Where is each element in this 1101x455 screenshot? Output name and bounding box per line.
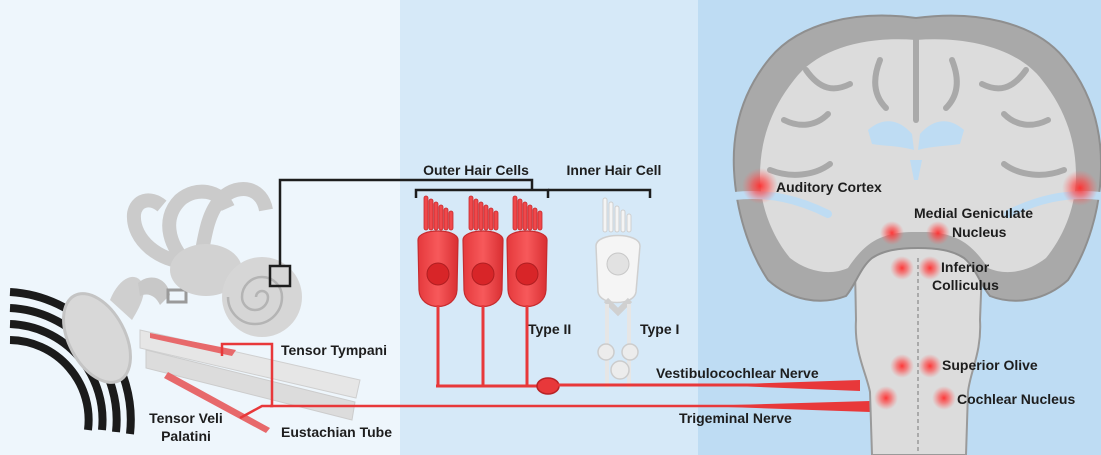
spot-so-right [918,354,942,378]
outer-hair-cell-3 [507,196,547,307]
inferior-colliculus-label-line2: Colliculus [932,277,999,293]
medial-geniculate-label-line2: Nucleus [952,224,1007,240]
spot-mgn-left [880,221,904,245]
spot-so-left [890,354,914,378]
outer-hair-cell-2 [463,196,503,307]
outer-hair-cell-1 [418,196,458,307]
type-i-label: Type I [640,321,679,337]
eustachian-tube-label: Eustachian Tube [281,424,392,440]
superior-olive-label: Superior Olive [942,357,1038,373]
medial-geniculate-label-line1: Medial Geniculate [914,205,1033,221]
spot-cn-left [874,386,898,410]
tensor-veli-label-line2: Palatini [161,428,211,444]
inferior-colliculus-label-line1: Inferior [941,259,990,275]
outer-hair-cells [418,196,547,307]
spot-cn-right [932,386,956,410]
spot-auditory-cortex-right [1062,170,1098,206]
tensor-veli-label-line1: Tensor Veli [149,410,223,426]
trigeminal-nerve-label: Trigeminal Nerve [679,410,792,426]
auditory-cortex-label: Auditory Cortex [776,179,882,195]
tensor-tympani-label: Tensor Tympani [281,342,387,358]
cochlear-nucleus-label: Cochlear Nucleus [957,391,1075,407]
inner-hair-cell-label: Inner Hair Cell [567,162,662,178]
outer-hair-cells-label: Outer Hair Cells [423,162,529,178]
spiral-ganglion [537,378,559,394]
spot-auditory-cortex-left [742,168,778,204]
spot-ic-left [890,256,914,280]
vestibulocochlear-nerve-label: Vestibulocochlear Nerve [656,365,819,381]
spot-mgn-right [926,221,950,245]
type-ii-label: Type II [528,321,571,337]
